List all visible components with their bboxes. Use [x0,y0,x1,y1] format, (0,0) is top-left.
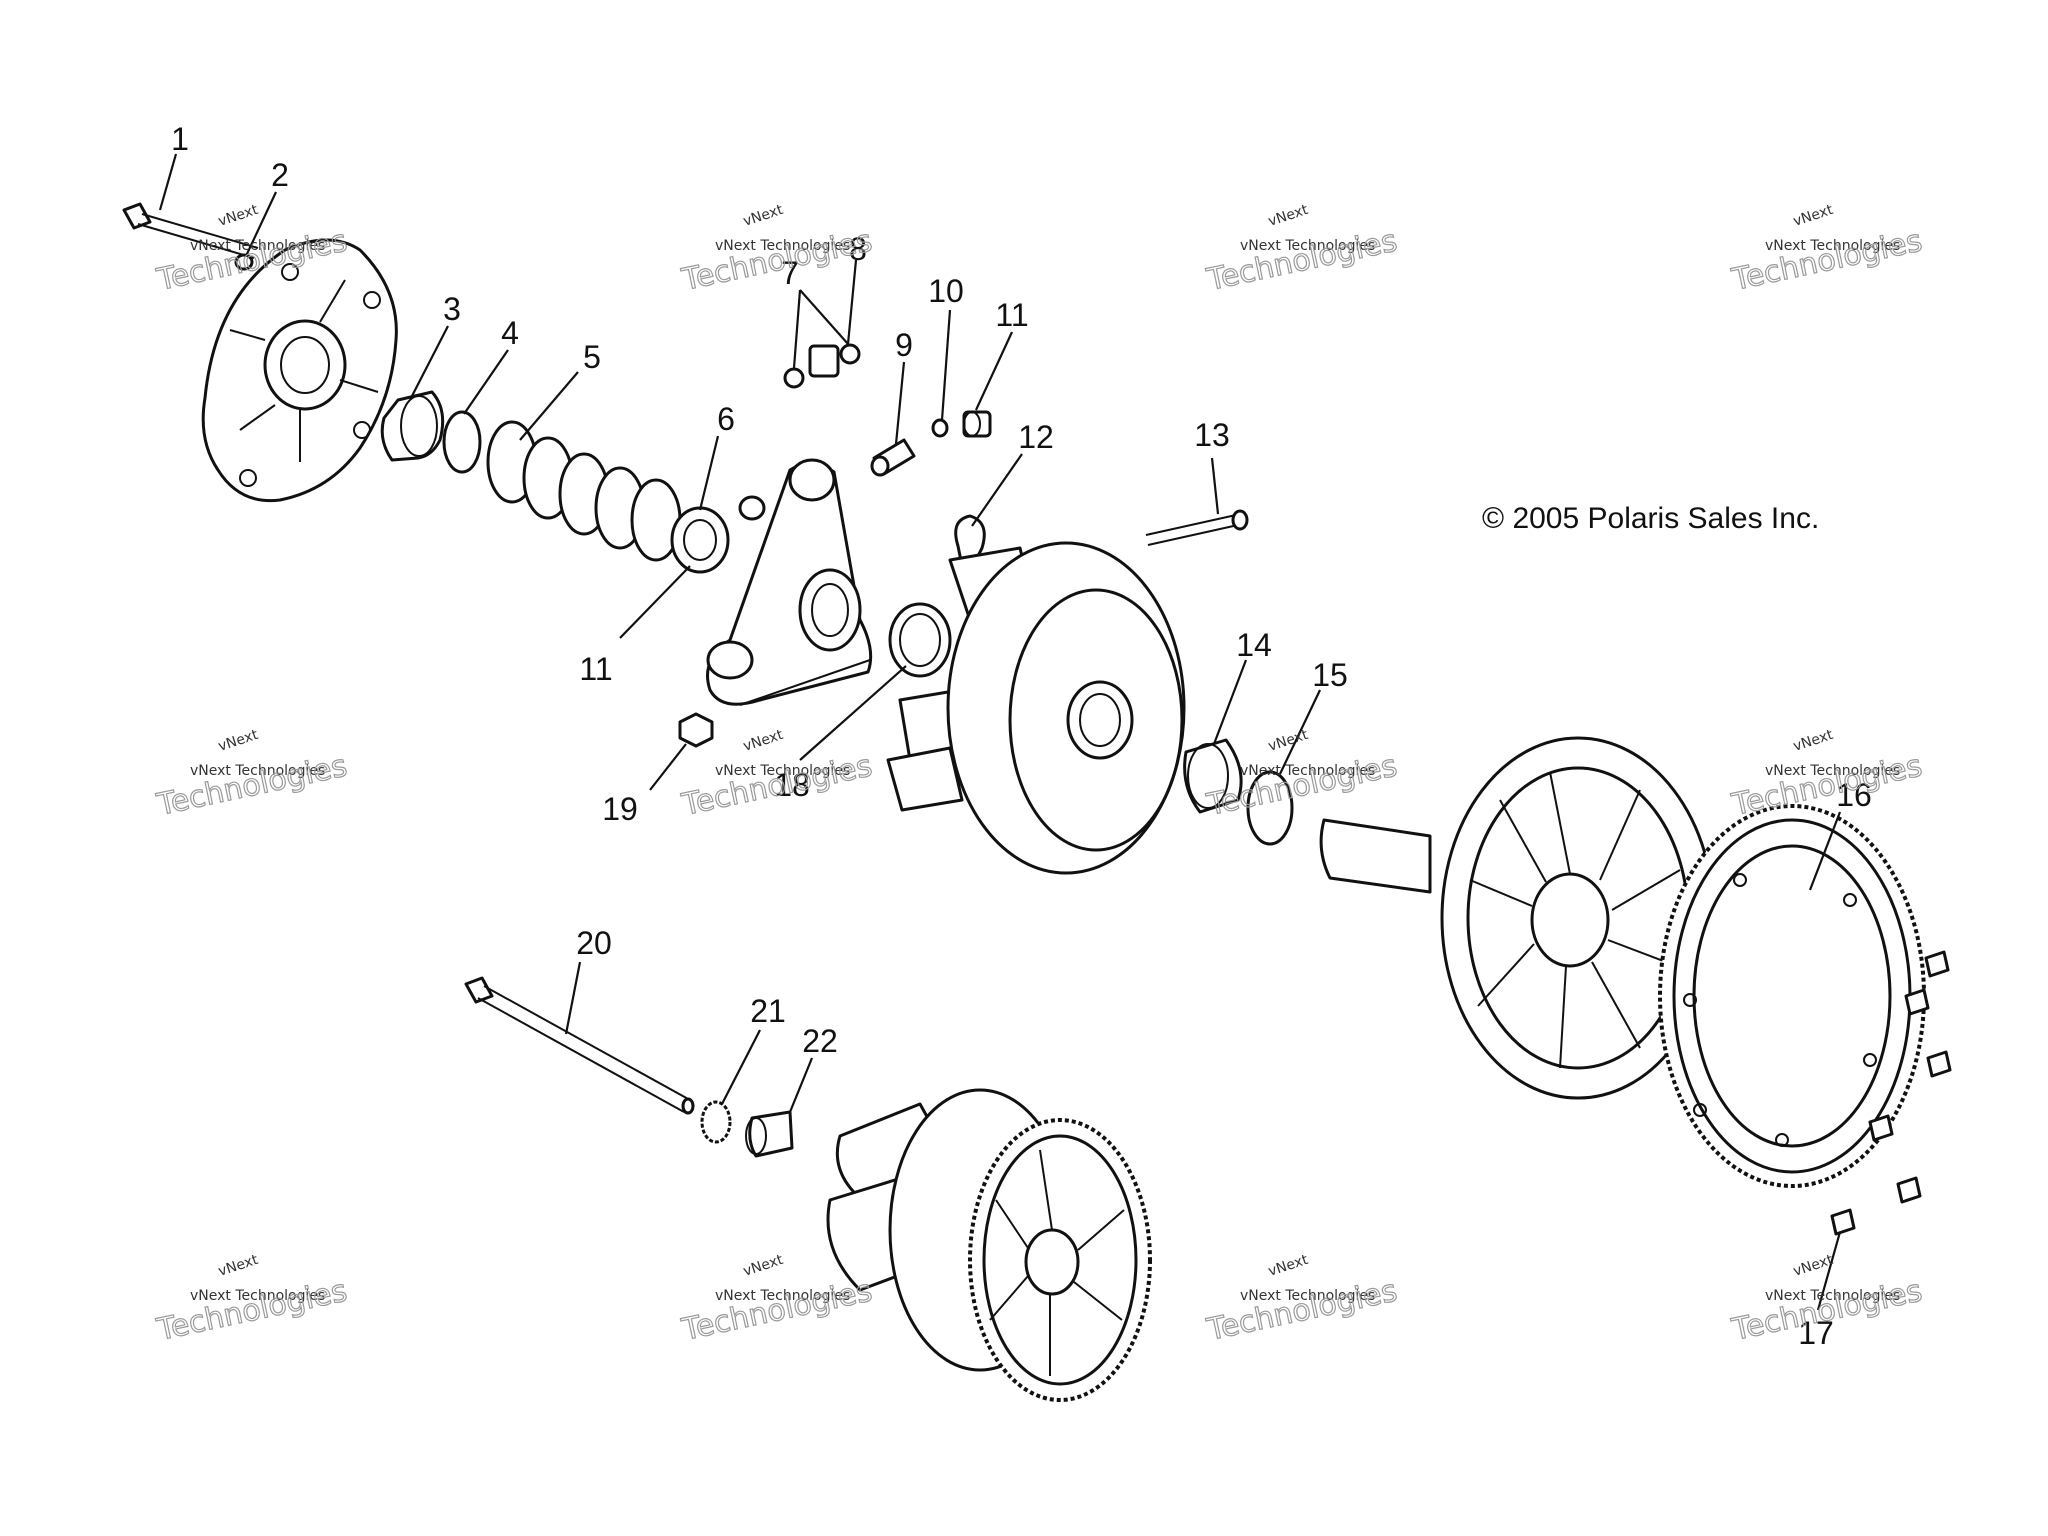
svg-text:Technologies: Technologies [1203,224,1400,299]
part-7-8-pin-washers [783,343,861,389]
part-2-washer [234,253,254,271]
watermark: vNext vNext Technologies Technologies [1203,1252,1401,1349]
svg-text:Technologies: Technologies [153,749,350,824]
callout-4: 4 [501,315,519,351]
svg-text:Technologies: Technologies [678,224,875,299]
svg-text:vNext Technologies: vNext Technologies [1765,238,1900,254]
svg-text:vNext: vNext [1791,202,1835,230]
svg-text:Technologies: Technologies [153,1274,350,1349]
cover-plate [201,238,398,503]
callout-11-top: 11 [995,297,1028,333]
part-14-bushing [1183,738,1243,814]
svg-text:vNext Technologies: vNext Technologies [190,238,325,254]
callout-18: 18 [774,767,810,803]
leader-lines [158,153,1842,1311]
callout-1: 1 [171,121,189,157]
svg-text:vNext Technologies: vNext Technologies [1765,763,1900,779]
watermark: vNext vNext Technologies Technologies [153,1252,351,1349]
svg-text:vNext Technologies: vNext Technologies [1240,763,1375,779]
svg-text:vNext Technologies: vNext Technologies [715,1288,850,1304]
svg-text:vNext: vNext [1266,727,1310,755]
callout-19: 19 [602,791,638,827]
watermark: vNext vNext Technologies Technologies [678,202,876,299]
callout-12: 12 [1018,419,1054,455]
svg-text:vNext Technologies: vNext Technologies [190,763,325,779]
part-20-bolt [464,976,695,1115]
callout-8: 8 [849,231,867,267]
part-6-ring [670,506,730,574]
callout-10: 10 [928,273,964,309]
moveable-sheave [886,541,1186,875]
callout-17: 17 [1798,1315,1834,1351]
part-9-roller-pin [870,438,916,477]
callout-7: 7 [781,255,799,291]
svg-text:vNext: vNext [216,1252,260,1280]
svg-text:Technologies: Technologies [1728,224,1925,299]
callout-2: 2 [271,157,289,193]
part-19-nut [678,712,714,748]
part-3-bushing [380,390,445,462]
svg-text:vNext Technologies: vNext Technologies [1240,1288,1375,1304]
svg-text:vNext Technologies: vNext Technologies [715,238,850,254]
svg-text:vNext: vNext [216,202,260,230]
callout-9: 9 [895,327,913,363]
svg-text:Technologies: Technologies [678,749,875,824]
part-21-star-washer [700,1100,732,1144]
callout-13: 13 [1194,417,1230,453]
part-17-screws [1830,950,1952,1236]
callout-15: 15 [1312,657,1348,693]
watermark: vNext vNext Technologies Technologies [1203,202,1401,299]
callout-22: 22 [802,1023,838,1059]
svg-text:vNext: vNext [741,1252,785,1280]
part-11-roller [962,410,992,438]
copyright-notice: © 2005 Polaris Sales Inc. [1482,502,1819,535]
svg-text:vNext: vNext [1791,727,1835,755]
part-18-ring [888,602,952,678]
callout-5: 5 [583,339,601,375]
svg-text:vNext Technologies: vNext Technologies [1765,1288,1900,1304]
spider-arm [706,458,873,706]
part-16-ring-gear [1658,804,1926,1188]
callout-21: 21 [750,993,786,1029]
callout-20: 20 [576,925,612,961]
part-13-pin [1145,509,1249,546]
fixed-sheave-shaft [1319,736,1716,1100]
svg-text:vNext: vNext [741,727,785,755]
part-4-snap-ring [442,410,482,474]
svg-text:vNext: vNext [1266,1252,1310,1280]
svg-text:vNext: vNext [1791,1252,1835,1280]
watermark: vNext vNext Technologies Technologies [153,727,351,824]
callout-11-left: 11 [579,651,612,687]
svg-text:vNext Technologies: vNext Technologies [190,1288,325,1304]
svg-text:vNext: vNext [216,727,260,755]
callout-14: 14 [1236,627,1272,663]
svg-text:Technologies: Technologies [1203,1274,1400,1349]
watermark: vNext vNext Technologies Technologies [1728,727,1926,824]
svg-text:vNext Technologies: vNext Technologies [1240,238,1375,254]
callout-6: 6 [717,401,735,437]
part-10-washer [931,418,949,438]
assembled-clutch [826,1088,1152,1402]
svg-text:Technologies: Technologies [678,1274,875,1349]
svg-text:vNext: vNext [741,202,785,230]
part-5-spring [486,420,682,562]
part-22-spacer [745,1110,794,1158]
svg-text:vNext Technologies: vNext Technologies [715,763,850,779]
part-15-ring [1246,770,1294,846]
callout-3: 3 [443,291,461,327]
part-1-bolt [122,202,259,259]
callout-16: 16 [1836,777,1872,813]
watermark: vNext vNext Technologies Technologies [1728,202,1926,299]
callout-numbers: 1 2 3 4 5 6 7 8 9 10 11 12 13 11 18 19 1… [171,121,1872,1351]
svg-text:vNext: vNext [1266,202,1310,230]
